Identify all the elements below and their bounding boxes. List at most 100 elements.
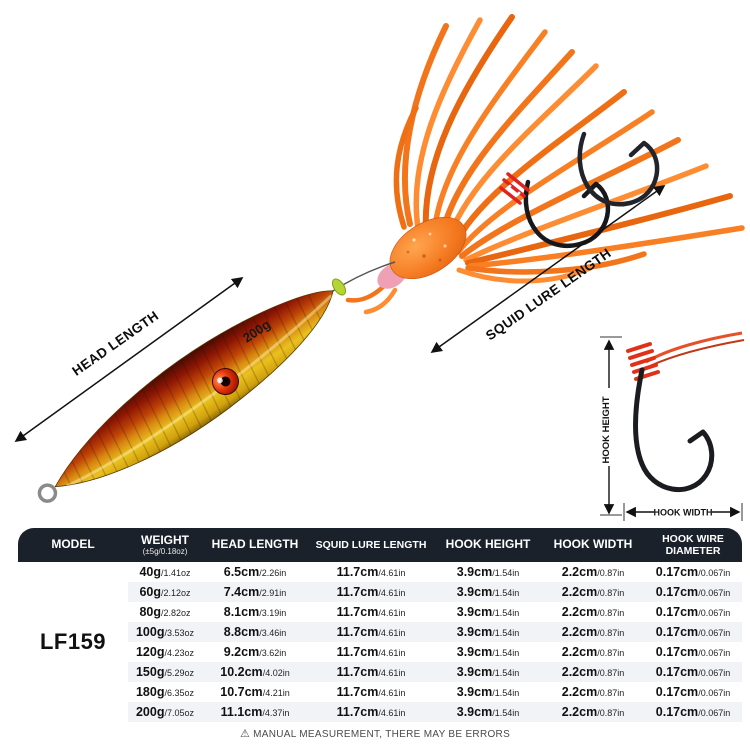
cell-value: 11.7cm (336, 605, 379, 620)
squid-lure-length-arrow (430, 185, 666, 353)
cell-value-secondary: /0.87in (597, 708, 625, 719)
cell-value: 2.2cm (561, 665, 598, 680)
cell-value-secondary: /3.46in (259, 628, 287, 639)
spec-cell-hook-width: 2.2cm/0.87in (542, 562, 644, 582)
cell-value-secondary: /0.87in (597, 648, 625, 659)
spec-cell-weight: 60g/2.12oz (128, 582, 202, 603)
cell-value-secondary: /0.87in (597, 588, 625, 599)
cell-value-secondary: /6.35oz (164, 688, 195, 699)
cell-value-secondary: /4.61in (378, 608, 406, 619)
spec-cell-hook-height: 3.9cm/1.54in (434, 562, 542, 582)
cell-value: 180g (135, 685, 165, 700)
spec-cell-squid-lure-length: 11.7cm/4.61in (308, 662, 434, 683)
spec-cell-hook-height: 3.9cm/1.54in (434, 622, 542, 643)
cell-value: 8.1cm (223, 605, 260, 620)
cell-value-secondary: /2.12oz (161, 588, 191, 599)
cell-value-secondary: /1.54in (492, 708, 520, 719)
cell-value-secondary: /1.54in (492, 608, 520, 619)
cell-value: 11.7cm (336, 585, 379, 600)
cell-value: 11.7cm (336, 625, 379, 640)
cell-value-secondary: /0.067in (698, 688, 731, 699)
cell-value-secondary: /0.87in (597, 568, 625, 579)
spec-cell-hook-wire-diameter: 0.17cm/0.067in (644, 602, 742, 622)
cell-value-secondary: /0.067in (698, 628, 731, 639)
spec-cell-hook-wire-diameter: 0.17cm/0.067in (644, 642, 742, 662)
spec-cell-weight: 180g/6.35oz (128, 682, 202, 702)
cell-value-secondary: /4.37in (262, 708, 290, 719)
hook-height-annotation: HOOK HEIGHT (600, 336, 622, 516)
spec-cell-weight: 150g/5.29oz (128, 662, 202, 683)
hook-width-annotation: HOOK WIDTH (623, 503, 743, 521)
spec-cell-hook-width: 2.2cm/0.87in (542, 602, 644, 622)
spec-cell-hook-width: 2.2cm/0.87in (542, 622, 644, 643)
hook-height-label: HOOK HEIGHT (601, 396, 612, 463)
cell-value: 6.5cm (223, 565, 260, 580)
cell-value: 0.17cm (655, 605, 699, 620)
cell-value-secondary: /4.61in (378, 648, 406, 659)
cell-value: 3.9cm (456, 605, 493, 620)
header-weight: WEIGHT (±5g/0.18oz) (128, 528, 202, 563)
cell-value: 150g (135, 665, 165, 680)
cell-value-secondary: /4.61in (378, 688, 406, 699)
cell-value: 3.9cm (456, 625, 493, 640)
spec-cell-hook-wire-diameter: 0.17cm/0.067in (644, 702, 742, 723)
hook-diagram: HOOK HEIGHT HOOK WIDTH (600, 331, 745, 521)
cell-value: 9.2cm (223, 645, 260, 660)
cell-value-secondary: /4.61in (378, 628, 406, 639)
cell-value-secondary: /0.067in (698, 568, 731, 579)
spec-cell-head-length: 11.1cm/4.37in (202, 702, 308, 723)
cell-value: 60g (139, 585, 161, 600)
spec-cell-hook-height: 3.9cm/1.54in (434, 702, 542, 723)
spec-cell-head-length: 7.4cm/2.91in (202, 582, 308, 603)
header-hook-width: HOOK WIDTH (542, 528, 644, 563)
spec-cell-hook-wire-diameter: 0.17cm/0.067in (644, 662, 742, 683)
cell-value: 2.2cm (561, 625, 598, 640)
cell-value-secondary: /4.61in (378, 568, 406, 579)
model-value: LF159 (18, 562, 128, 723)
cell-value: 11.7cm (336, 665, 379, 680)
spec-cell-weight: 120g/4.23oz (128, 642, 202, 662)
cell-value: 0.17cm (655, 645, 699, 660)
cell-value: 11.1cm (220, 705, 263, 720)
hook-width-label: HOOK WIDTH (654, 508, 713, 518)
warning-icon: ⚠ (239, 728, 251, 741)
cell-value-secondary: /0.067in (698, 708, 731, 719)
spec-cell-hook-height: 3.9cm/1.54in (434, 662, 542, 683)
cell-value-secondary: /0.87in (597, 608, 625, 619)
spec-cell-weight: 200g/7.05oz (128, 702, 202, 723)
spec-cell-head-length: 10.2cm/4.02in (202, 662, 308, 683)
header-weight-tolerance: (±5g/0.18oz) (142, 547, 188, 557)
head-length-label: HEAD LENGTH (69, 308, 161, 379)
cell-value-secondary: /0.067in (698, 588, 731, 599)
cell-value-secondary: /1.54in (492, 668, 520, 679)
cell-value-secondary: /0.87in (597, 688, 625, 699)
spec-table: MODEL WEIGHT (±5g/0.18oz) HEAD LENGTH SQ… (18, 528, 742, 723)
cell-value: 0.17cm (655, 665, 699, 680)
cell-value: 2.2cm (561, 645, 598, 660)
cell-value: 7.4cm (223, 585, 260, 600)
spec-cell-hook-height: 3.9cm/1.54in (434, 582, 542, 603)
disclaimer-text: MANUAL MEASUREMENT, THERE MAY BE ERRORS (253, 729, 511, 741)
leader-cord (645, 331, 743, 364)
cell-value: 11.7cm (336, 645, 379, 660)
product-figure: 200g HEAD LENGTH SQUID LURE LENGTH HOOK … (14, 14, 745, 521)
cell-value-secondary: /3.62in (259, 648, 287, 659)
cell-value: 80g (139, 605, 161, 620)
cell-value-secondary: /1.54in (492, 588, 520, 599)
spec-cell-hook-width: 2.2cm/0.87in (542, 702, 644, 723)
header-weight-label: WEIGHT (141, 532, 189, 547)
cell-value: 200g (135, 705, 165, 720)
spec-cell-hook-height: 3.9cm/1.54in (434, 602, 542, 622)
cell-value: 2.2cm (561, 565, 598, 580)
cell-value: 2.2cm (561, 585, 598, 600)
cell-value-secondary: /0.067in (698, 668, 731, 679)
header-hook-wire-diameter: HOOK WIRE DIAMETER (644, 528, 742, 563)
jig-lure-body: 200g (37, 275, 334, 510)
disclaimer: ⚠MANUAL MEASUREMENT, THERE MAY BE ERRORS (0, 722, 750, 740)
squid-skirt (345, 14, 745, 315)
spec-cell-head-length: 10.7cm/4.21in (202, 682, 308, 702)
